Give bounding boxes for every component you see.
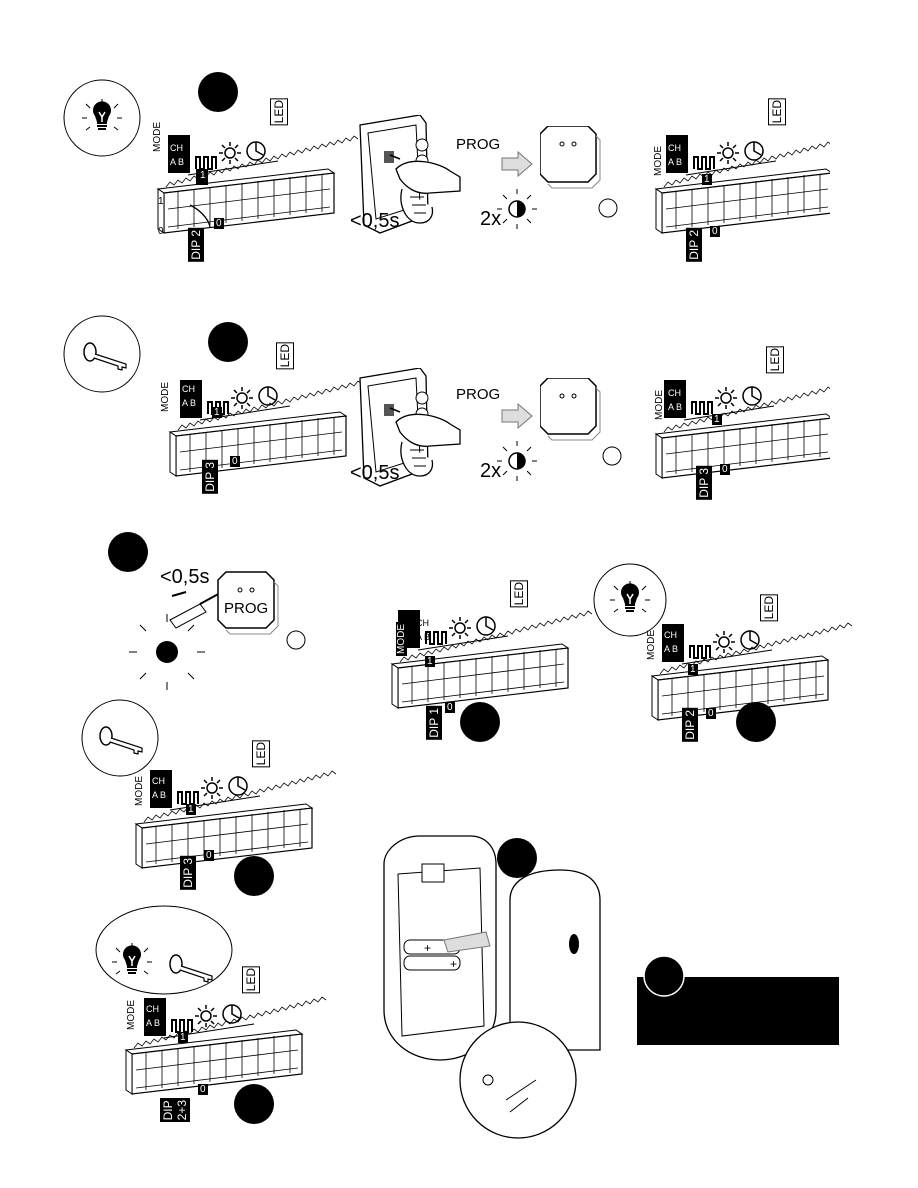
press-time: <0,5s xyxy=(160,566,210,588)
step-marker xyxy=(208,322,248,362)
one-side-label: 1 xyxy=(158,196,164,207)
zero-side-label: 0 xyxy=(158,226,164,237)
led-indicator-icon xyxy=(602,446,622,466)
ab-label: A B xyxy=(416,632,431,642)
ab-label: A B xyxy=(152,790,167,800)
step-marker xyxy=(643,955,685,997)
dip23-label-a: DIP xyxy=(161,1100,175,1121)
step-marker xyxy=(234,1084,274,1124)
dip23-label-b: 2+3 xyxy=(175,1100,189,1121)
dip-switch-0-label: 0 xyxy=(230,456,240,467)
ch-label: CH xyxy=(182,384,195,394)
press-time: <0,5s xyxy=(350,210,400,232)
arrow-right-icon xyxy=(501,402,533,430)
prog-label: PROG xyxy=(456,386,501,403)
dip-switch-1-label: 1 xyxy=(702,174,712,185)
arrow-right-icon xyxy=(501,150,533,178)
dip-switch-0-label: 0 xyxy=(198,1084,208,1095)
dip-switch-0-label: 0 xyxy=(706,708,716,719)
led-rays xyxy=(129,614,205,690)
prog-label: PROG xyxy=(456,136,501,153)
dip-switch-0-label: 0 xyxy=(214,218,224,229)
ch-label: CH xyxy=(170,143,183,153)
step-marker xyxy=(460,702,500,742)
dip-switch-0-label: 0 xyxy=(204,850,214,861)
dip-switch-0-label: 0 xyxy=(710,226,720,237)
ab-label: A B xyxy=(668,402,683,412)
bulb-key-callout xyxy=(95,905,233,995)
dip-switch-1-label: 1 xyxy=(178,1032,188,1043)
ch-label: CH xyxy=(664,630,677,640)
ab-label: A B xyxy=(182,398,197,408)
ch-label: CH xyxy=(668,143,681,153)
bulb-callout xyxy=(63,79,141,157)
step-marker xyxy=(736,702,776,742)
ab-label: A B xyxy=(170,157,185,167)
dip-switch-0-label: 0 xyxy=(445,702,455,713)
step-marker xyxy=(497,838,537,878)
blink-count: 2x xyxy=(480,460,502,482)
step-marker xyxy=(108,532,148,572)
ab-label: A B xyxy=(146,1018,161,1028)
svg-text:+: + xyxy=(450,957,457,971)
ch-label: CH xyxy=(146,1004,159,1014)
ch-label: CH xyxy=(152,776,165,786)
dip-switch-0-label: 0 xyxy=(720,464,730,475)
press-time: <0,5s xyxy=(350,462,400,484)
led-label: LED xyxy=(242,966,260,994)
dip-switch-1-label: 1 xyxy=(712,414,722,425)
dip23-label: DIP 2+3 xyxy=(160,1098,190,1123)
step-marker xyxy=(234,856,274,896)
dip-switch-1-label: 1 xyxy=(212,407,222,418)
open-detector-battery: + + xyxy=(383,835,601,1139)
ab-label: A B xyxy=(664,644,679,654)
step-marker xyxy=(198,72,238,112)
ch-label: CH xyxy=(668,388,681,398)
svg-text:+: + xyxy=(424,941,431,955)
ch-label: CH xyxy=(416,618,429,628)
led-on-icon xyxy=(156,641,178,663)
dip-switch-1-label: 1 xyxy=(425,656,435,667)
dip-switch-1-label: 1 xyxy=(688,664,698,675)
mode-label: MODE xyxy=(126,1000,137,1030)
led-indicator-icon xyxy=(598,198,618,218)
prog-label: PROG xyxy=(224,600,269,617)
led-indicator-icon xyxy=(286,630,306,650)
blink-count: 2x xyxy=(480,208,502,230)
ab-label: A B xyxy=(668,157,683,167)
dip-switch-1-label: 1 xyxy=(186,804,196,815)
dip-switch-1-label: 1 xyxy=(198,170,208,181)
